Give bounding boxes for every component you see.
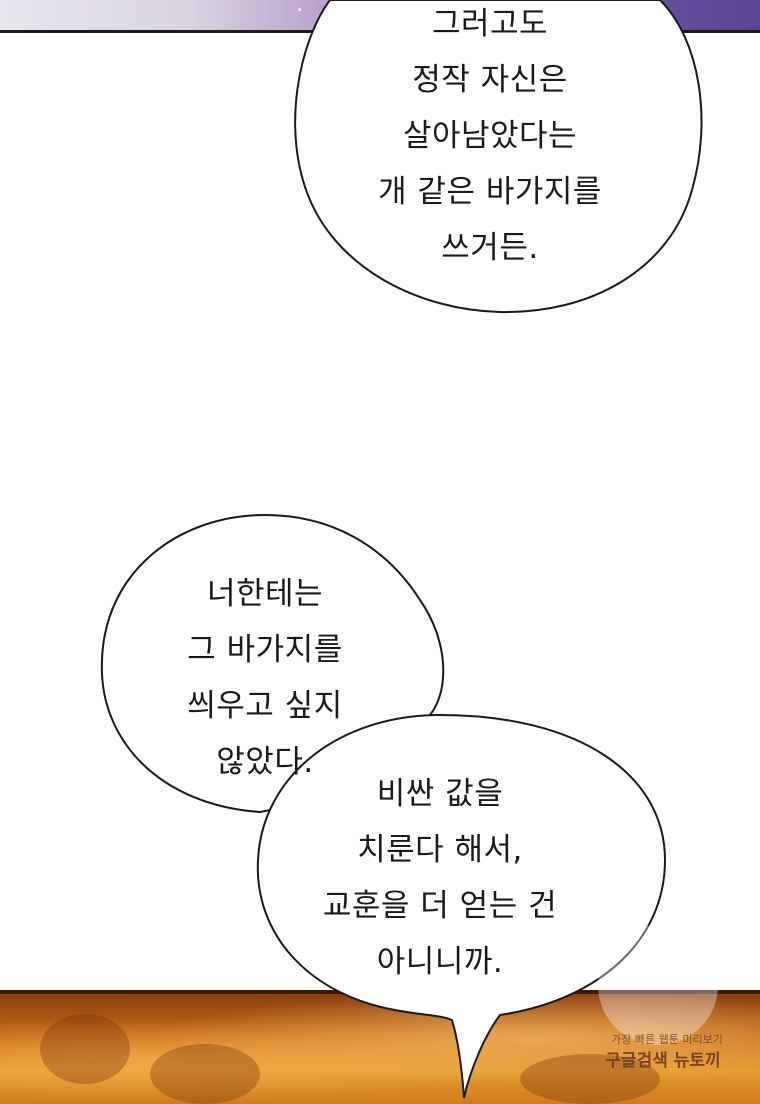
dialogue-line: 정작 자신은 <box>412 62 568 98</box>
speech-bubble-right <box>256 713 667 1099</box>
speech-bubble-top <box>294 0 703 314</box>
dialogue-line: 않았다. <box>216 744 314 780</box>
dialogue-line: 아니니까. <box>376 944 504 980</box>
dialogue-line: 그러고도 <box>431 6 549 42</box>
dialogue-line: 교훈을 더 얻는 건 <box>322 888 558 924</box>
watermark-tagline: 가장 빠른 웹툰 미리보기 <box>611 1033 723 1046</box>
dialogue-line: 쓰거든. <box>441 230 539 266</box>
bottom-art-panel <box>0 990 760 1104</box>
dialogue-line: 치룬다 해서, <box>357 832 523 868</box>
watermark-mascot-icon <box>598 925 718 1045</box>
dialogue-line: 씌우고 싶지 <box>187 688 343 724</box>
dialogue-left: 너한테는 그 바가지를 씌우고 싶지 않았다. <box>150 566 380 790</box>
tree-silhouette <box>520 1054 660 1104</box>
tree-silhouette <box>40 1014 130 1084</box>
dialogue-top: 그러고도 정작 자신은 살아남았다는 개 같은 바가지를 쓰거든. <box>360 0 620 276</box>
tree-silhouette <box>150 1044 260 1104</box>
sparkle <box>298 8 301 11</box>
site-watermark: 가장 빠른 웹툰 미리보기 구글검색 뉴토끼 <box>578 905 748 1075</box>
dialogue-right: 비싼 값을 치룬다 해서, 교훈을 더 얻는 건 아니니까. <box>300 766 580 990</box>
dialogue-line: 너한테는 <box>206 576 324 612</box>
dialogue-line: 개 같은 바가지를 <box>378 174 602 210</box>
dialogue-line: 비싼 값을 <box>376 776 504 812</box>
dialogue-line: 살아남았다는 <box>402 118 578 154</box>
dialogue-line: 그 바가지를 <box>187 632 343 668</box>
watermark-brand: 구글검색 뉴토끼 <box>605 1051 721 1071</box>
